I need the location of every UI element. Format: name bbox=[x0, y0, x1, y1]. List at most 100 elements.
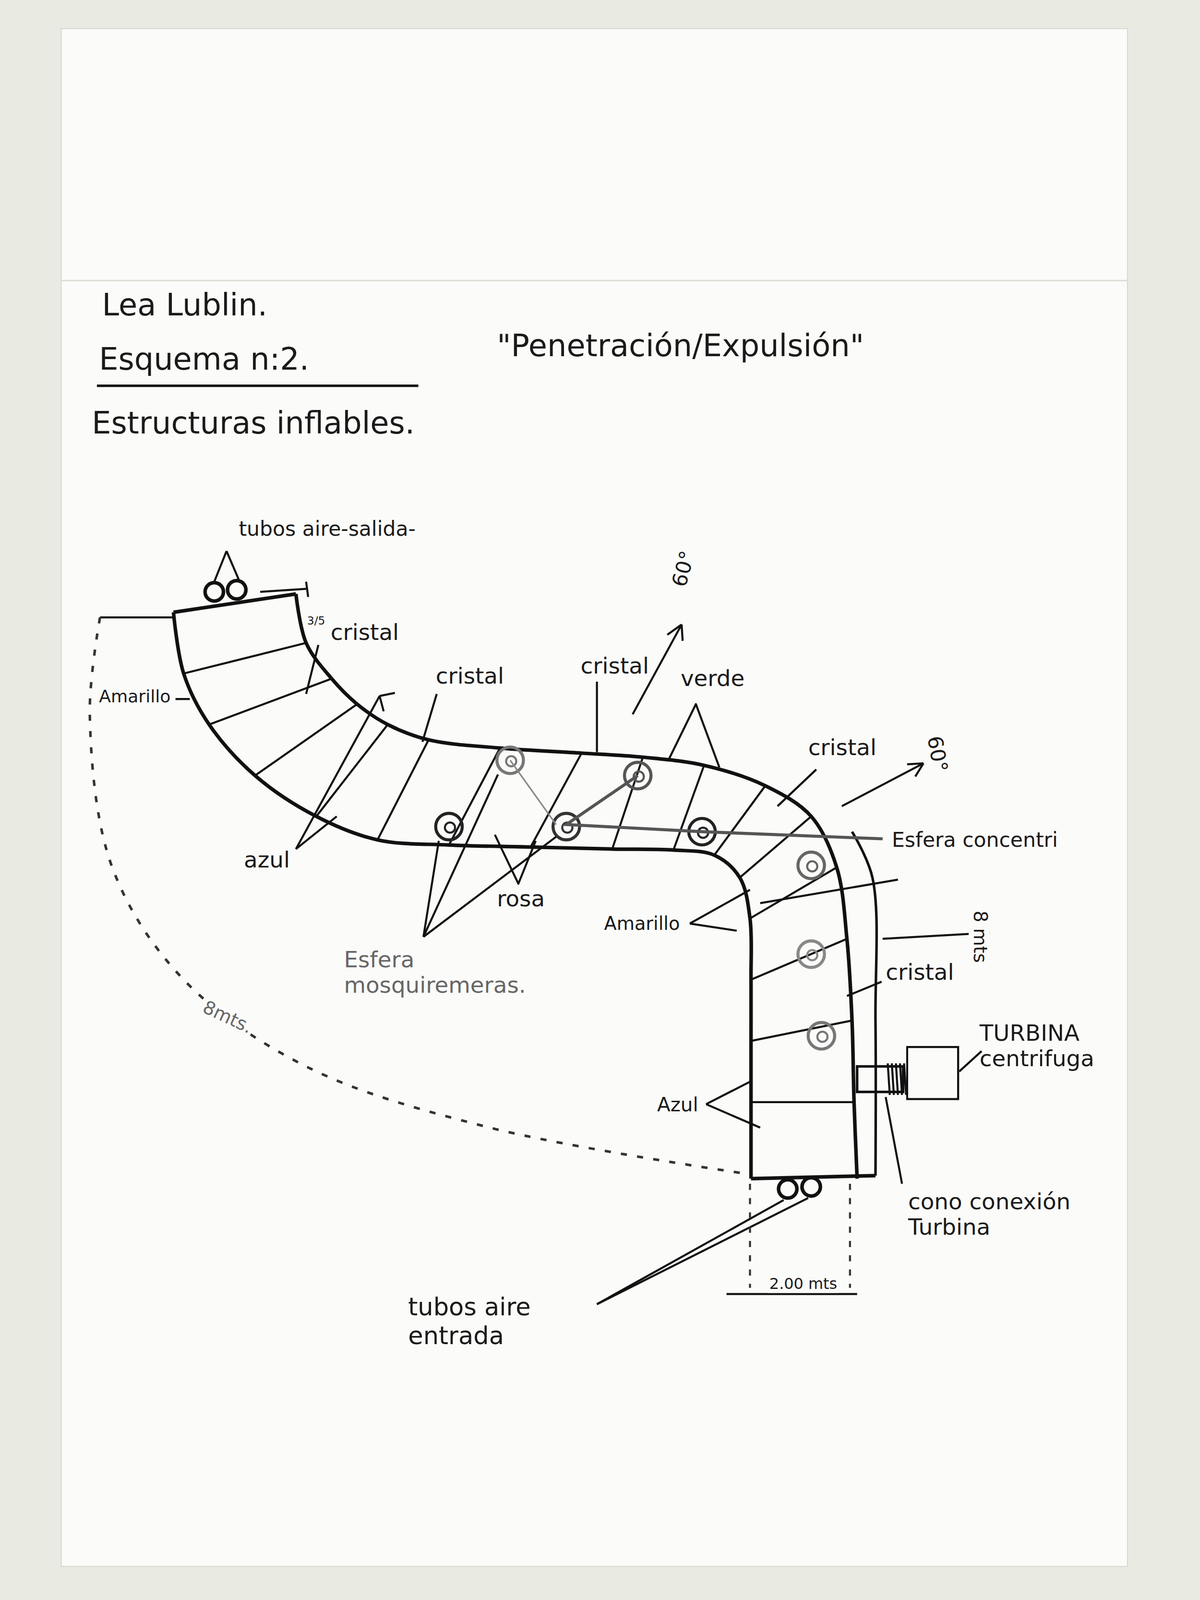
air-tube bbox=[204, 582, 224, 601]
leader-line bbox=[295, 816, 337, 850]
sphere-core bbox=[807, 949, 818, 960]
leader-line bbox=[846, 981, 882, 996]
annotation-label: tubos aire entrada bbox=[406, 1294, 574, 1351]
annotation-label: tubos aire-salida- bbox=[236, 517, 418, 541]
pencil-line bbox=[510, 760, 557, 825]
leader-line bbox=[175, 697, 191, 700]
annotation-label: cristal bbox=[433, 663, 506, 690]
leader-line bbox=[681, 624, 683, 641]
leader-line bbox=[494, 834, 536, 884]
sphere-core bbox=[817, 1031, 828, 1042]
title-underline bbox=[96, 384, 419, 387]
tube-inner-edge bbox=[295, 593, 857, 1179]
leader-line bbox=[841, 763, 924, 806]
fold-line bbox=[61, 279, 1128, 282]
annotation-label: cristal bbox=[578, 653, 651, 680]
annotation-label: cristal bbox=[805, 734, 879, 761]
leader-line bbox=[667, 624, 682, 635]
annotation-label: Amarillo bbox=[96, 686, 173, 708]
node-label: TURBINA centrifuga bbox=[979, 1020, 1128, 1073]
annotation-label: azul bbox=[241, 846, 292, 873]
leader-line bbox=[226, 551, 240, 580]
inflatable-tube bbox=[173, 593, 877, 1179]
air-tube bbox=[778, 1179, 797, 1198]
leader-line bbox=[959, 1051, 982, 1072]
leader-line bbox=[760, 879, 899, 903]
dimension-extension bbox=[748, 1183, 751, 1288]
leader-line bbox=[668, 704, 720, 768]
sphere bbox=[808, 1022, 835, 1049]
air-tube bbox=[802, 1177, 821, 1196]
tube-rib bbox=[183, 642, 307, 674]
tube-rib bbox=[316, 724, 388, 816]
leader-line bbox=[777, 769, 817, 807]
leader-line bbox=[706, 1081, 750, 1104]
leader-line bbox=[689, 889, 750, 924]
paper-sheet bbox=[61, 28, 1128, 1567]
leader-line bbox=[595, 681, 598, 753]
annotation-label: Amarillo bbox=[601, 913, 682, 935]
leader-line bbox=[295, 696, 380, 850]
annotation-label: "Penetración/Expulsión" bbox=[494, 328, 866, 364]
dimension-arc bbox=[89, 617, 745, 1174]
leader-line bbox=[306, 645, 319, 695]
tube-rib bbox=[751, 1020, 852, 1042]
leader-line bbox=[379, 692, 396, 696]
sphere bbox=[797, 852, 825, 879]
leader-line bbox=[706, 1104, 761, 1128]
leader-line bbox=[423, 774, 498, 937]
leader-line bbox=[907, 763, 924, 765]
annotation-label: 8 mts bbox=[969, 908, 991, 965]
leader-line bbox=[99, 616, 174, 619]
air-tube bbox=[227, 580, 246, 600]
annotation-label: cono conexión Turbina bbox=[906, 1188, 1125, 1241]
spheres bbox=[435, 746, 835, 1049]
turbine-box: TURBINA centrifuga bbox=[906, 1020, 1132, 1104]
dimension-extension bbox=[849, 1183, 852, 1288]
leader-line bbox=[915, 763, 924, 777]
leader-line bbox=[423, 836, 556, 937]
leader-line bbox=[885, 1096, 902, 1184]
tube-outer-edge bbox=[173, 612, 752, 1179]
leader-line bbox=[726, 1292, 858, 1295]
sphere-core bbox=[807, 861, 818, 872]
connector-coil bbox=[891, 1063, 894, 1095]
annotation-label: 3/5 bbox=[305, 615, 328, 629]
sphere bbox=[797, 940, 825, 968]
tube-rib bbox=[448, 747, 500, 845]
annotation-label: Estructuras inflables. bbox=[89, 406, 417, 442]
tube-rib bbox=[209, 678, 332, 725]
tube-rib bbox=[377, 739, 429, 840]
annotation-label: Lea Lublin. bbox=[99, 287, 270, 323]
leader-line bbox=[689, 923, 737, 931]
connector-coil bbox=[900, 1063, 902, 1095]
leader-line bbox=[260, 588, 307, 592]
annotation-label: Esfera mosquiremeras. bbox=[341, 947, 551, 999]
leader-line bbox=[379, 696, 384, 712]
annotation-label: Esquema n:2. bbox=[96, 341, 312, 377]
connector-coil bbox=[895, 1063, 898, 1095]
pencil-line bbox=[566, 775, 883, 840]
sphere-core bbox=[444, 822, 456, 833]
annotation-label: cristal bbox=[328, 619, 402, 646]
annotation-label: cristal bbox=[883, 959, 957, 985]
leader-line bbox=[597, 1200, 784, 1305]
annotation-label: verde bbox=[678, 665, 747, 692]
sphere bbox=[496, 746, 524, 774]
tube-rib bbox=[751, 1101, 855, 1104]
annotation-label: rosa bbox=[494, 885, 547, 912]
connector-coil bbox=[887, 1063, 890, 1095]
leader-line bbox=[214, 551, 227, 582]
sphere bbox=[435, 813, 463, 840]
leader-line bbox=[422, 694, 437, 743]
tube-end-cap bbox=[173, 593, 296, 612]
leader-line bbox=[306, 581, 309, 598]
annotation-label: Esfera concentri bbox=[889, 828, 1060, 852]
turbine-outline bbox=[906, 1045, 960, 1101]
tube-rib bbox=[739, 816, 812, 878]
annotation-label: Azul bbox=[655, 1093, 701, 1116]
tube-rib bbox=[714, 785, 766, 856]
tube-rib bbox=[751, 938, 848, 980]
